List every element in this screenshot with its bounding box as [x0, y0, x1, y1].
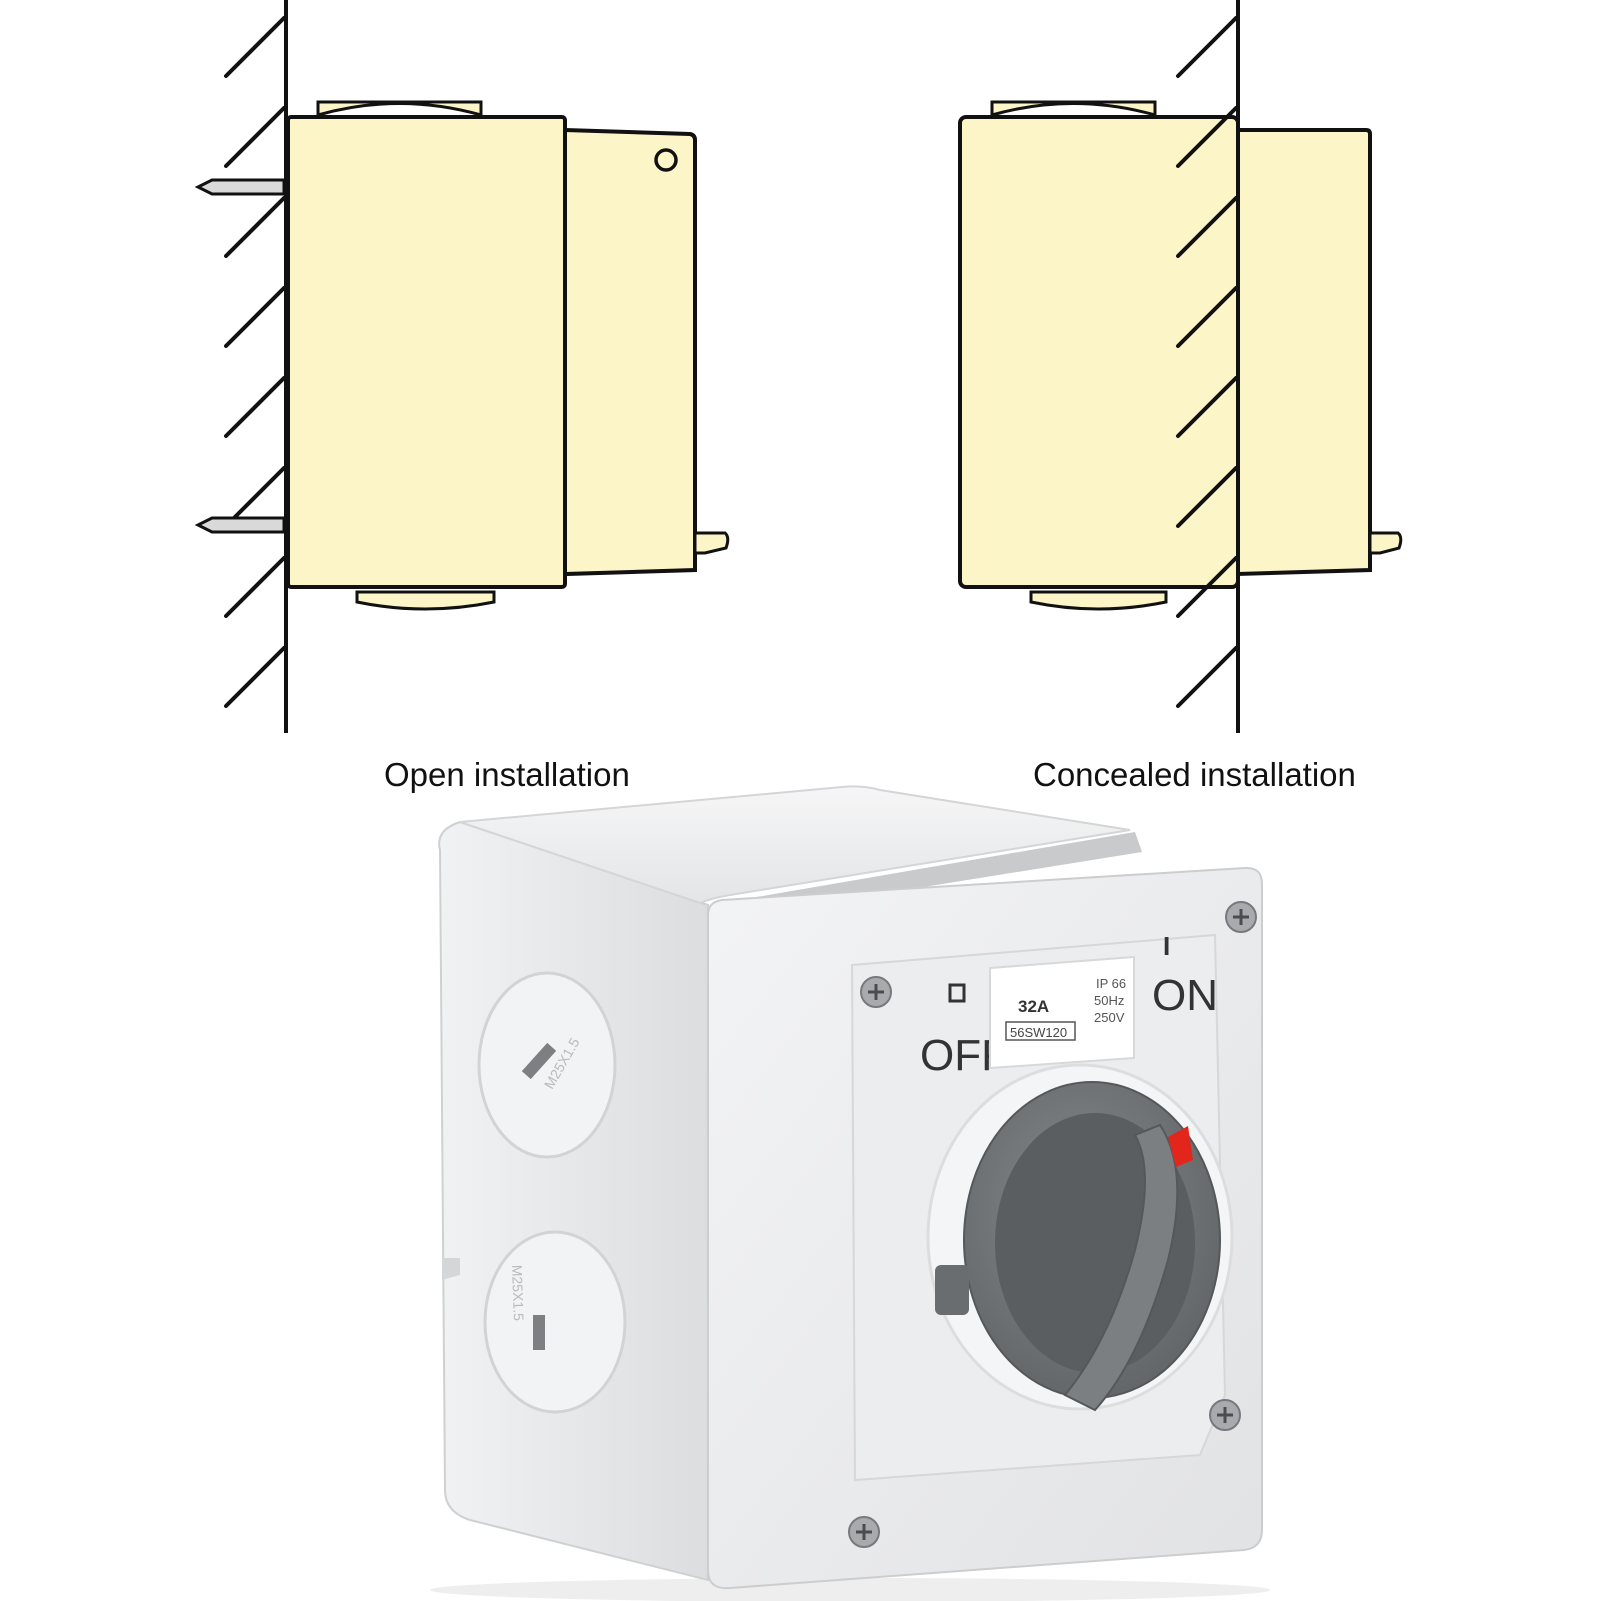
on-label: ON: [1152, 971, 1218, 1020]
concealed-installation-caption: Concealed installation: [1033, 756, 1356, 793]
enclosure-side: [438, 820, 709, 1582]
screw-icon: [1225, 901, 1257, 933]
knob-stop: [935, 1265, 969, 1315]
rating-label: 32A 56SW120 IP 66 50Hz 250V: [989, 955, 1135, 1070]
cable-plug-top: M25X1.5: [477, 971, 617, 1159]
enclosure-cover: [563, 127, 697, 577]
svg-text:M25X1.5: M25X1.5: [509, 1265, 527, 1322]
knob-handle[interactable]: [1063, 1123, 1179, 1412]
on-indicator: I ON: [1152, 931, 1218, 1020]
knob-profile: [1368, 531, 1403, 555]
open-installation-caption: Open installation: [384, 756, 630, 793]
spec-frequency: 50Hz: [1094, 993, 1124, 1008]
wall-hatch-icon: [1176, 16, 1238, 708]
red-indicator-icon: [1168, 1126, 1193, 1167]
wall-hatch-icon: [224, 16, 286, 708]
side-notch: [442, 1258, 460, 1280]
concealed-installation-diagram: [958, 0, 1403, 733]
knob-profile: [693, 531, 730, 555]
enclosure-body: [958, 115, 1240, 589]
top-plug: [316, 100, 483, 117]
on-symbol: I: [1163, 931, 1170, 961]
rotary-knob-icon[interactable]: [935, 1081, 1221, 1412]
enclosure-top: [459, 785, 1131, 905]
spec-ip: IP 66: [1096, 976, 1126, 991]
screw-icon: [848, 1516, 880, 1548]
off-symbol-icon: [948, 983, 966, 1003]
isolator-switch-photo: M25X1.5 M25X1.5: [430, 785, 1270, 1601]
cover-screw-icon: [654, 148, 678, 172]
model-text: 56SW120: [1010, 1025, 1067, 1040]
bottom-plug: [1029, 590, 1168, 611]
cable-plug-bottom: M25X1.5: [483, 1230, 627, 1414]
spec-voltage: 250V: [1094, 1010, 1125, 1025]
rating-text: 32A: [1018, 997, 1049, 1016]
enclosure-body: [286, 115, 567, 589]
screw-icon: [1209, 1399, 1241, 1431]
bottom-plug: [355, 590, 496, 611]
screw-icon: [860, 976, 892, 1008]
enclosure-cover: [1236, 128, 1372, 577]
top-plug: [990, 100, 1157, 117]
open-installation-diagram: [194, 0, 730, 733]
wall-anchor-icon: [194, 178, 286, 534]
